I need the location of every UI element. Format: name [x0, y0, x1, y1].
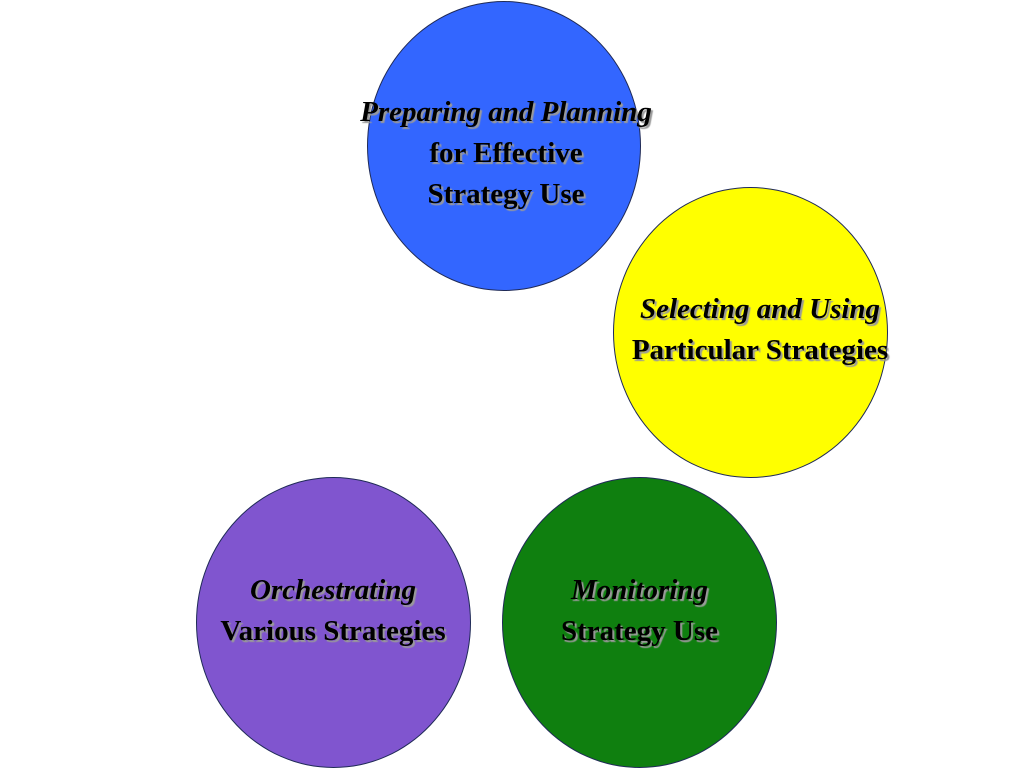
monitoring-line-2: Strategy Use	[560, 615, 719, 647]
selecting-label: Selecting and Using Particular Strategie…	[588, 289, 932, 371]
planning-line-2: for Effective	[429, 137, 583, 169]
orchestrating-line-2: Various Strategies	[220, 615, 446, 647]
monitoring-title: Monitoring	[571, 574, 708, 606]
planning-title: Preparing and Planning	[360, 96, 652, 128]
selecting-circle	[613, 187, 888, 478]
selecting-line-2: Particular Strategies	[631, 334, 889, 366]
planning-line-3: Strategy Use	[427, 178, 585, 210]
orchestrating-label: Orchestrating Various Strategies	[183, 570, 483, 652]
monitoring-circle	[502, 477, 777, 768]
planning-circle	[367, 1, 641, 291]
monitoring-label: Monitoring Strategy Use	[502, 570, 777, 652]
planning-label: Preparing and Planning for Effective Str…	[320, 92, 692, 215]
orchestrating-title: Orchestrating	[250, 574, 416, 606]
selecting-title: Selecting and Using	[639, 293, 881, 325]
